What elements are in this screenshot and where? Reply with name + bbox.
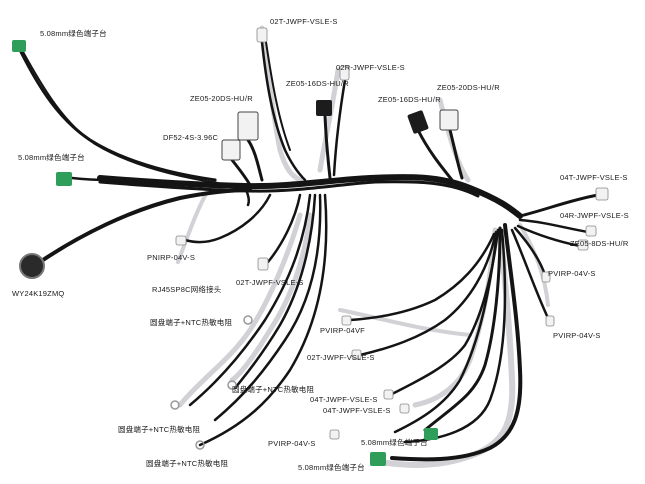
label-rj45: RJ45SP8C网络接头 [152, 284, 222, 294]
branches [18, 40, 600, 462]
label-ze05-20-left: ZE05-20DS-HU/R [190, 94, 253, 103]
label-ze05-8: ZE05-8DS-HU/R [570, 239, 629, 248]
ring-terminal-3 [170, 400, 180, 410]
connector-04t-right [595, 187, 609, 201]
connector-pvirp-right-b [545, 315, 555, 327]
label-tb-508-bottom-a: 5.08mm绿色端子台 [361, 437, 428, 447]
labels: 5.08mm绿色端子台 02T-JWPF-VSLE-S 02R-JWPF-VSL… [12, 17, 629, 472]
label-ntc-3: 圆盘端子+NTC热敏电阻 [118, 424, 200, 434]
label-02t-mid: 02T-JWPF-VSLE-S [236, 278, 304, 287]
label-ze05-16-right: ZE05-16DS-HU/R [378, 95, 441, 104]
connector-04t-low-b [399, 403, 410, 414]
ring-terminal-4 [195, 440, 205, 450]
label-pvirp-04vf: PVIRP-04VF [320, 326, 365, 335]
label-02t-top: 02T-JWPF-VSLE-S [270, 17, 338, 26]
label-df52: DF52-4S-3.96C [163, 133, 219, 142]
label-ze05-16-left: ZE05-16DS-HU/R [286, 79, 349, 88]
connector-02r [339, 65, 350, 81]
connector-pnirp [175, 235, 187, 246]
label-pvirp-right-a: PVIRP-04V-S [548, 269, 596, 278]
green-terminal-bottom-a [424, 428, 438, 440]
connector-ze05-8 [577, 239, 589, 251]
connectors [12, 27, 609, 466]
connector-df52 [221, 139, 241, 161]
label-ntc-2: 圆盘端子+NTC热敏电阻 [232, 384, 314, 394]
label-04t-low-b: 04T-JWPF-VSLE-S [323, 406, 391, 415]
ring-terminal-1 [243, 315, 253, 325]
label-04r-right: 04R-JWPF-VSLE-S [560, 211, 629, 220]
green-terminal-left [56, 172, 72, 186]
connector-pvirp-04vf [341, 315, 352, 326]
connector-rj45 [257, 257, 269, 271]
label-04t-right: 04T-JWPF-VSLE-S [560, 173, 628, 182]
connector-02t-top [256, 27, 268, 43]
connector-04r-right [585, 225, 597, 237]
connector-02t-low [351, 349, 362, 360]
label-wy24k19zmq: WY24K19ZMQ [12, 289, 64, 298]
label-ntc-1: 圆盘端子+NTC热敏电阻 [150, 317, 232, 327]
label-pnirp: PNIRP-04V-S [147, 253, 195, 262]
connector-ze05-16-left [316, 100, 332, 116]
label-tb-508-left: 5.08mm绿色端子台 [18, 152, 85, 162]
green-terminal-top [12, 40, 26, 52]
connector-wy24k19zmq [19, 253, 45, 279]
label-tb-508-bottom-b: 5.08mm绿色端子台 [298, 462, 365, 472]
label-ze05-20-right: ZE05-20DS-HU/R [437, 83, 500, 92]
green-terminal-bottom-b [370, 452, 386, 466]
label-04t-low-a: 04T-JWPF-VSLE-S [310, 395, 378, 404]
ring-terminal-2 [227, 380, 237, 390]
connector-04t-low-a [383, 389, 394, 400]
connector-ze05-20-right [407, 110, 429, 134]
connector-pvirp-right-a [541, 271, 551, 283]
connector-pvirp-bottom [329, 429, 340, 440]
label-ntc-4: 圆盘端子+NTC热敏电阻 [146, 458, 228, 468]
label-pvirp-right-b: PVIRP-04V-S [553, 331, 601, 340]
label-02r: 02R-JWPF-VSLE-S [336, 63, 405, 72]
connector-ze05-20-left [237, 111, 259, 141]
label-02t-low: 02T-JWPF-VSLE-S [307, 353, 375, 362]
label-pvirp-bottom: PVIRP-04V-S [268, 439, 316, 448]
connector-ze05-16-right [439, 109, 459, 131]
label-tb-508-top: 5.08mm绿色端子台 [40, 28, 107, 38]
